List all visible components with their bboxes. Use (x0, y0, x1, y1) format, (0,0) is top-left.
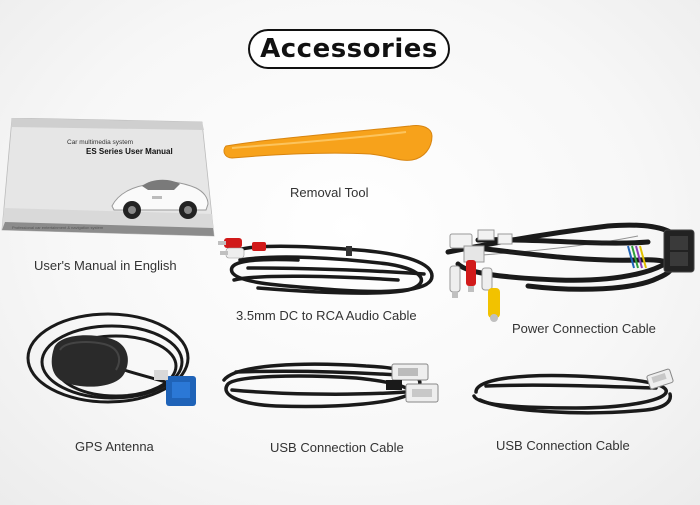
label-user-manual: User's Manual in English (34, 258, 177, 273)
usb-cable-2-image (466, 366, 678, 422)
removal-tool-image (220, 118, 438, 168)
power-cable-image (438, 212, 698, 326)
manual-title: ES Series User Manual (86, 147, 173, 156)
label-removal-tool: Removal Tool (290, 185, 369, 200)
gps-antenna-image (24, 310, 200, 414)
user-manual-image: Car multimedia system ES Series User Man… (0, 117, 218, 240)
page-title: Accessories (248, 29, 450, 69)
label-usb-cable-1: USB Connection Cable (270, 440, 404, 455)
manual-footer: Professional car entertainment & navigat… (12, 225, 104, 230)
manual-subtitle: Car multimedia system (67, 139, 134, 146)
label-power-cable: Power Connection Cable (512, 321, 656, 336)
label-gps-antenna: GPS Antenna (75, 439, 154, 454)
label-rca-cable: 3.5mm DC to RCA Audio Cable (236, 308, 417, 323)
label-usb-cable-2: USB Connection Cable (496, 438, 630, 453)
usb-cable-1-image (216, 350, 442, 422)
rca-audio-cable-image (218, 224, 444, 306)
